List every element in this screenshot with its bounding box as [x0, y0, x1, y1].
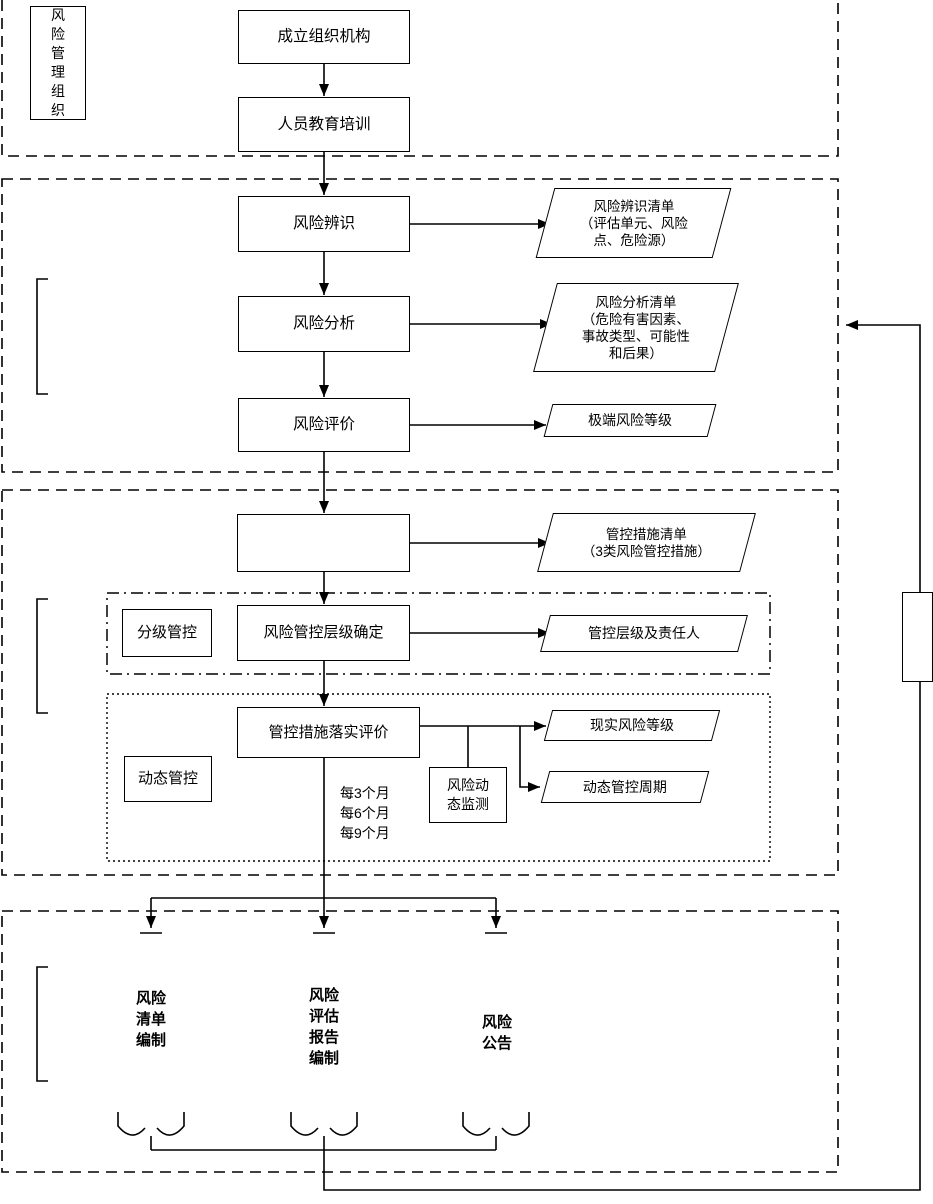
dynamic-monitoring-box: 风险动 态监测: [429, 767, 507, 823]
plain-connectors: [140, 726, 507, 1151]
document-icon: [290, 1112, 358, 1136]
risk-analysis-box: 风险分析: [238, 296, 410, 352]
right-side-box: [902, 592, 933, 682]
risk-management-org-label: 风 险 管 理 组 织: [30, 6, 86, 120]
control-level-determination-box: 风险管控层级确定: [237, 605, 410, 661]
document-icon: [117, 1112, 185, 1136]
hierarchical-control-label-box: 分级管控: [122, 609, 212, 657]
monitoring-intervals-text: 每3个月 每6个月 每9个月: [340, 785, 390, 841]
risk-list-compilation-label: 风险 清单 编制: [135, 990, 166, 1049]
output-text: 现实风险等级: [590, 717, 674, 733]
risk-assessment-report-label: 风险 评估 报告 编制: [308, 987, 339, 1067]
output-text: 管控层级及责任人: [588, 625, 700, 641]
hierarchical-control-region-border: [106, 592, 771, 675]
output-text: 风险辨识清单 （评估单元、风险 点、危险源）: [579, 198, 688, 248]
output-text: 风险分析清单 （危险有害因素、 事故类型、可能性 和后果）: [582, 294, 690, 361]
document-icons: [117, 1112, 530, 1136]
risk-identification-box: 风险辨识: [238, 196, 410, 252]
personnel-training-box: 人员教育培训: [238, 97, 410, 152]
stage-bracket-marks: [36, 278, 48, 1082]
stage-region-borders: [1, 0, 839, 1173]
dynamic-control-region-border: [106, 693, 771, 862]
risk-identification-list-output: 风险辨识清单 （评估单元、风险 点、危险源）: [535, 188, 732, 258]
output-text: 极端风险等级: [588, 412, 672, 428]
document-icon: [462, 1112, 530, 1136]
actual-risk-level-output: 现实风险等级: [543, 710, 721, 741]
measure-implementation-evaluation-box: 管控措施落实评价: [237, 707, 420, 758]
extreme-risk-level-output: 极端风险等级: [543, 404, 717, 437]
risk-announcement-label: 风险 公告: [481, 1014, 512, 1052]
output-text: 管控措施清单 （3类风险管控措施）: [581, 526, 711, 559]
establish-organization-box: 成立组织机构: [238, 10, 410, 64]
output-text: 动态管控周期: [583, 778, 667, 795]
risk-analysis-list-output: 风险分析清单 （危险有害因素、 事故类型、可能性 和后果）: [533, 283, 739, 372]
dynamic-control-cycle-output: 动态管控周期: [540, 771, 710, 803]
untitled-box: [237, 514, 410, 572]
dynamic-control-label-box: 动态管控: [124, 756, 212, 802]
control-level-responsible-output: 管控层级及责任人: [540, 615, 748, 652]
control-measures-list-output: 管控措施清单 （3类风险管控措施）: [537, 513, 756, 572]
flow-arrows: [146, 64, 921, 1191]
feedback-loop-arrow: [323, 320, 921, 1191]
risk-evaluation-box: 风险评价: [238, 398, 410, 452]
